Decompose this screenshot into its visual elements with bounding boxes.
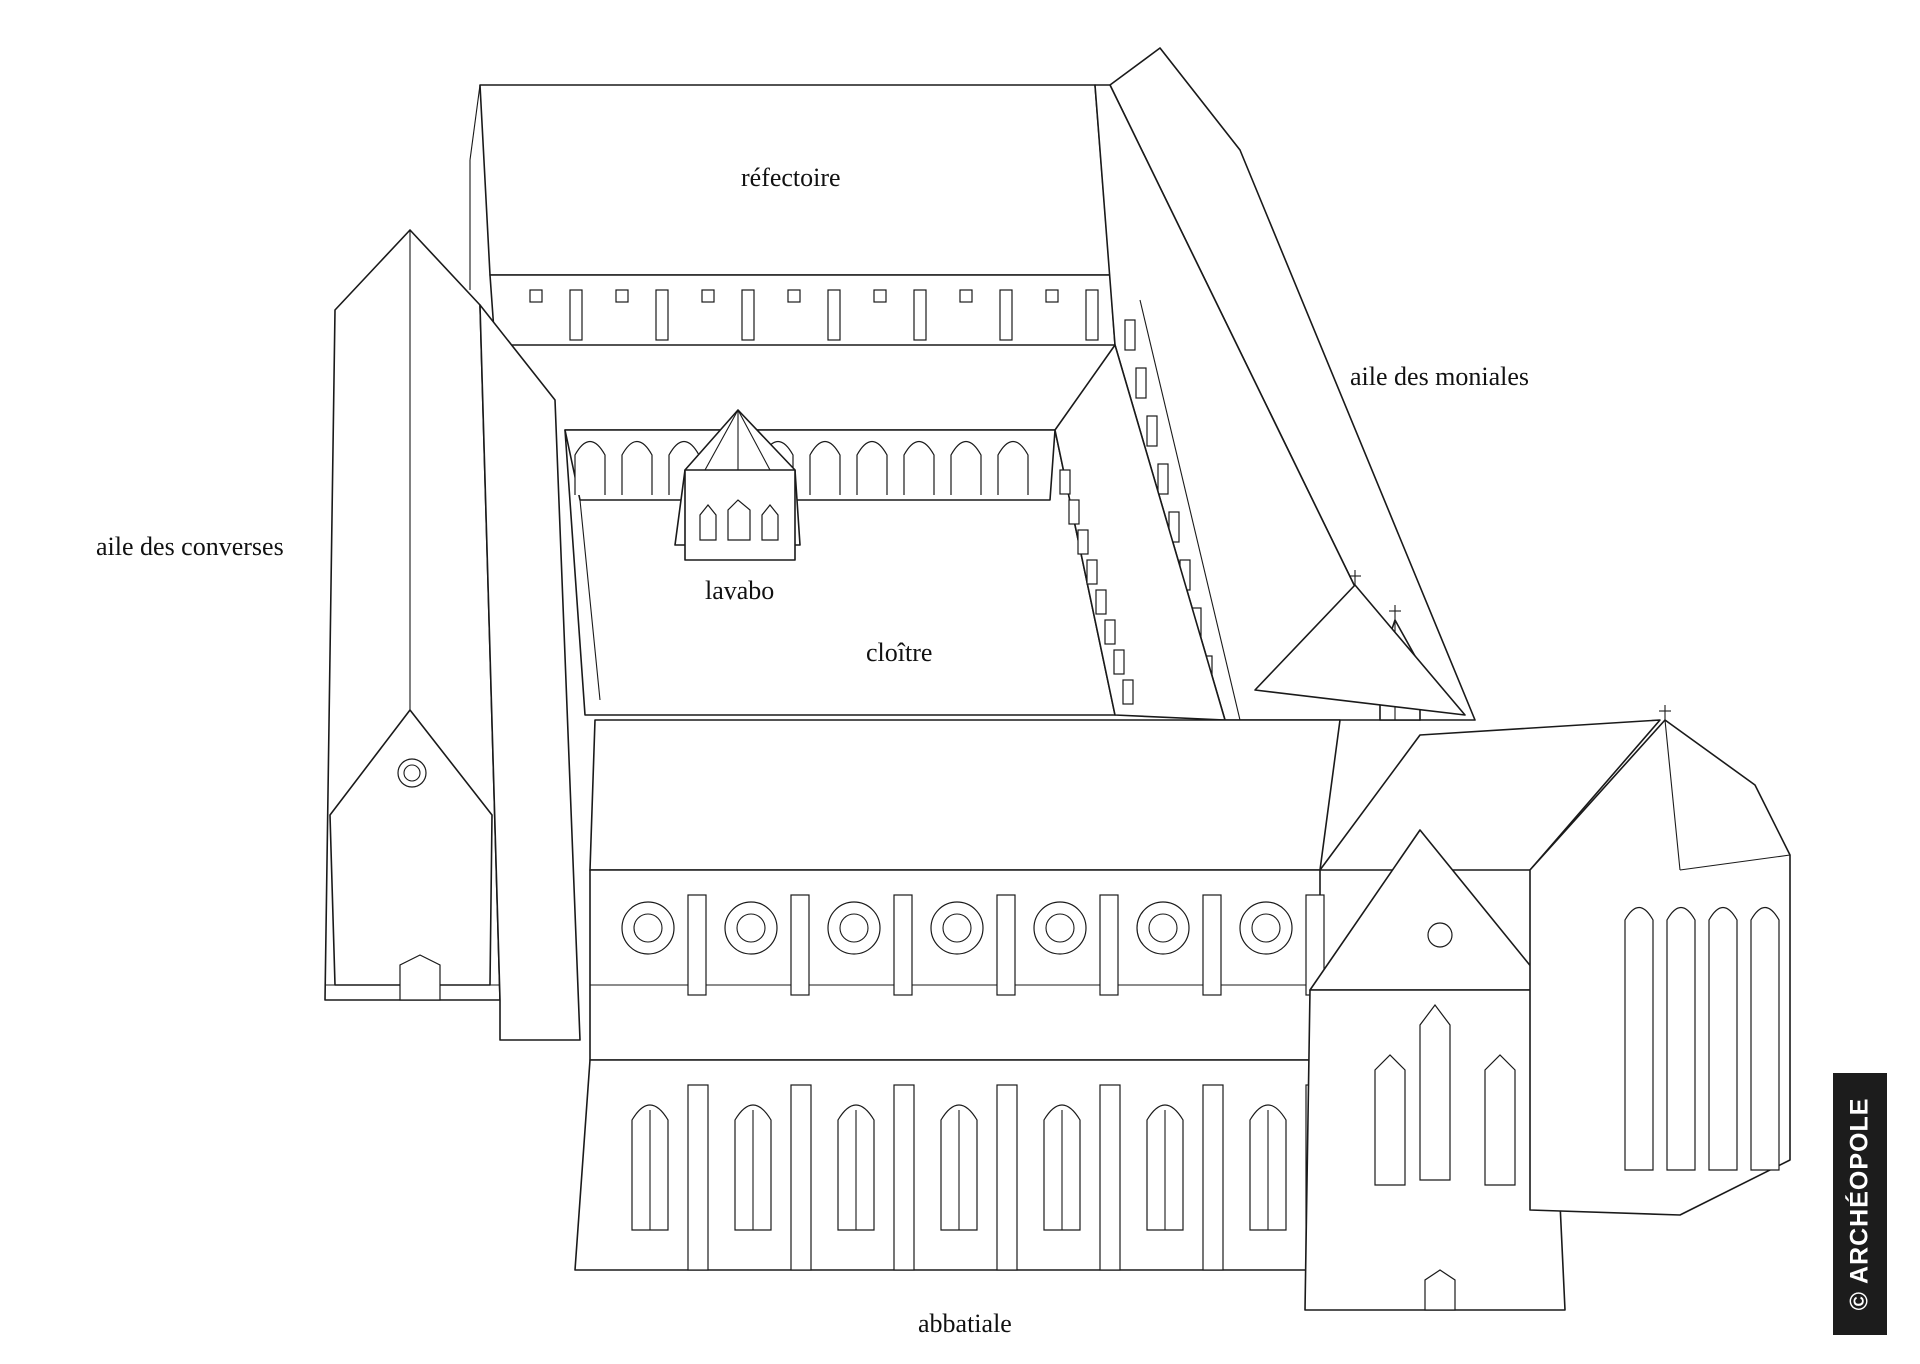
- cloister: [564, 344, 1226, 721]
- refectoire-buttress: [913, 289, 927, 341]
- apse-window: [1624, 906, 1654, 1171]
- cloister-east-arcade: [1104, 619, 1116, 645]
- rose-window: [1136, 901, 1190, 955]
- refectoire-window: [787, 289, 801, 303]
- cloister-arcade: [997, 440, 1029, 495]
- refectoire-buttress: [827, 289, 841, 341]
- cloister-arcade: [950, 440, 982, 495]
- copyright-text: © ARCHÉOPOLE: [1845, 1097, 1874, 1311]
- converses-wing: [324, 229, 581, 1041]
- aisle-buttress: [790, 1084, 812, 1271]
- cloitre-label: cloître: [866, 638, 933, 667]
- aisle-buttress: [1099, 1084, 1121, 1271]
- clerestory-buttress: [1202, 894, 1222, 996]
- lavabo-pavilion: [674, 409, 801, 561]
- aisle-buttress: [996, 1084, 1018, 1271]
- clerestory-buttress: [790, 894, 810, 996]
- cloister-east-arcade: [1077, 529, 1089, 555]
- rose-window-tracery: [942, 913, 972, 943]
- refectoire-window: [873, 289, 887, 303]
- aile-des-moniales-label: aile des moniales: [1350, 362, 1530, 391]
- refectoire-buttress: [1085, 289, 1099, 341]
- rose-window: [621, 901, 675, 955]
- copyright-badge: © ARCHÉOPOLE: [1833, 1073, 1887, 1335]
- refectoire-window: [959, 289, 973, 303]
- cloister-arcade: [809, 440, 841, 495]
- refectoire-buttress: [741, 289, 755, 341]
- moniales-window: [1146, 415, 1158, 447]
- refectoire-window: [701, 289, 715, 303]
- rose-window: [1239, 901, 1293, 955]
- rose-window: [930, 901, 984, 955]
- moniales-window: [1157, 463, 1169, 495]
- refectoire-window: [1045, 289, 1059, 303]
- moniales-window: [1124, 319, 1136, 351]
- rose-window-tracery: [1148, 913, 1178, 943]
- rose-window-tracery: [839, 913, 869, 943]
- refectoire-buttress: [999, 289, 1013, 341]
- aisle-buttress: [1202, 1084, 1224, 1271]
- refectoire-buttress: [655, 289, 669, 341]
- cloister-east-arcade: [1122, 679, 1134, 705]
- refectoire-buttress: [569, 289, 583, 341]
- cloister-east-arcade: [1095, 589, 1107, 615]
- aisle-buttress: [687, 1084, 709, 1271]
- apse-window: [1666, 906, 1696, 1171]
- cloister-east-arcade: [1113, 649, 1125, 675]
- refectoire-window: [529, 289, 543, 303]
- cloister-arcade: [856, 440, 888, 495]
- clerestory-buttress: [687, 894, 707, 996]
- moniales-window: [1135, 367, 1147, 399]
- cloister-arcade: [621, 440, 653, 495]
- rose-window: [1033, 901, 1087, 955]
- rose-window: [724, 901, 778, 955]
- rose-window: [827, 901, 881, 955]
- cloister-arcade: [574, 440, 606, 495]
- rose-window-tracery: [1251, 913, 1281, 943]
- cloister-east-arcade: [1086, 559, 1098, 585]
- aile-des-converses-label: aile des converses: [96, 532, 284, 561]
- cloister-arcade: [903, 440, 935, 495]
- rose-window-tracery: [736, 913, 766, 943]
- rose-window-tracery: [633, 913, 663, 943]
- apse-window: [1750, 906, 1780, 1171]
- lavabo-label: lavabo: [705, 576, 775, 605]
- refectoire-window: [615, 289, 629, 303]
- refectoire-label: réfectoire: [741, 163, 841, 192]
- clerestory-buttress: [1099, 894, 1119, 996]
- cloister-east-arcade: [1068, 499, 1080, 525]
- cloister-east-arcade: [1059, 469, 1071, 495]
- abbatiale-label: abbatiale: [918, 1309, 1012, 1338]
- apse-window: [1708, 906, 1738, 1171]
- aisle-buttress: [893, 1084, 915, 1271]
- rose-window-tracery: [1045, 913, 1075, 943]
- clerestory-buttress: [996, 894, 1016, 996]
- abbatiale-building: [574, 570, 1791, 1311]
- clerestory-buttress: [893, 894, 913, 996]
